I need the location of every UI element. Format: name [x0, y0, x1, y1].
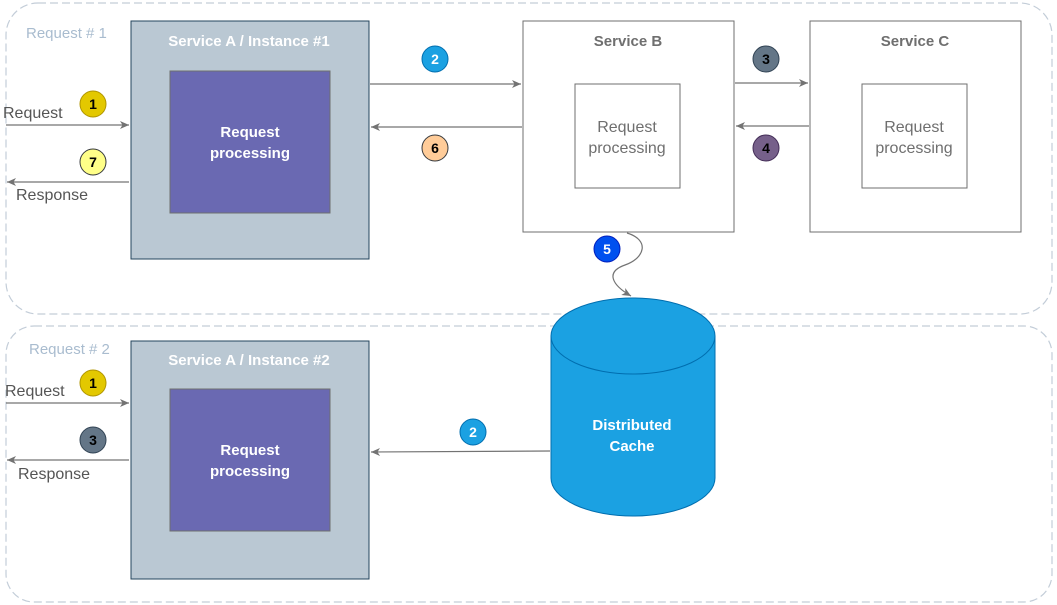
- request-processing-a2-line2: processing: [210, 463, 290, 480]
- edge-b-to-cache: [612, 232, 643, 297]
- request-2-group: [5, 325, 1053, 603]
- service-a-instance-1-title: Service A / Instance #1: [168, 33, 329, 50]
- request-processing-c-line1: Request: [884, 119, 944, 136]
- edge-label-request-2: Request: [5, 383, 65, 400]
- step-badge-r1-4: 4: [752, 134, 780, 162]
- service-a-instance-2-title: Service A / Instance #2: [168, 352, 329, 369]
- edge-label-response-2: Response: [18, 466, 90, 483]
- svg-text:6: 6: [431, 140, 439, 156]
- request-processing-b-line1: Request: [597, 119, 657, 136]
- request-processing-c-line2: processing: [875, 140, 952, 157]
- request-processing-b: [574, 83, 681, 189]
- svg-text:4: 4: [762, 140, 770, 156]
- service-a-instance-1: Service A / Instance #1 Request processi…: [130, 20, 370, 260]
- service-b-title: Service B: [594, 33, 663, 50]
- request-processing-a1: [169, 70, 331, 214]
- service-a-instance-2: Service A / Instance #2 Request processi…: [130, 340, 370, 580]
- svg-text:3: 3: [89, 432, 97, 448]
- request-processing-a2: [169, 388, 331, 532]
- edge-cache-to-a2: [370, 447, 551, 456]
- service-c: Service C Request processing: [809, 20, 1022, 233]
- request-processing-a1-line2: processing: [210, 145, 290, 162]
- svg-text:2: 2: [431, 51, 439, 67]
- step-badge-r1-3: 3: [752, 45, 780, 73]
- service-b: Service B Request processing: [522, 20, 735, 233]
- step-badge-r2-1: 1: [79, 369, 107, 397]
- svg-text:2: 2: [469, 424, 477, 440]
- request-2-group-label: Request # 2: [29, 341, 110, 358]
- svg-text:1: 1: [89, 375, 97, 391]
- svg-text:5: 5: [603, 241, 611, 257]
- step-badge-r2-3: 3: [79, 426, 107, 454]
- distributed-cache-line2: Cache: [609, 438, 654, 455]
- svg-text:1: 1: [89, 96, 97, 112]
- request-1-group-label: Request # 1: [26, 25, 107, 42]
- edge-label-response-1: Response: [16, 187, 88, 204]
- svg-text:7: 7: [89, 154, 97, 170]
- request-processing-a1-line1: Request: [220, 124, 279, 141]
- svg-text:3: 3: [762, 51, 770, 67]
- step-badge-r2-2: 2: [459, 418, 487, 446]
- request-processing-b-line2: processing: [588, 140, 665, 157]
- request-processing-c: [861, 83, 968, 189]
- step-badge-r1-1: 1: [79, 90, 107, 118]
- distributed-cache: Distributed Cache: [550, 297, 716, 517]
- request-1-group: [5, 2, 1053, 315]
- step-badge-r1-6: 6: [421, 134, 449, 162]
- distributed-cache-line1: Distributed: [592, 417, 671, 434]
- service-c-title: Service C: [881, 33, 950, 50]
- edge-label-request-1: Request: [3, 105, 63, 122]
- step-badge-r1-7: 7: [79, 148, 107, 176]
- step-badge-r1-5: 5: [593, 235, 621, 263]
- step-badge-r1-2: 2: [421, 45, 449, 73]
- request-processing-a2-line1: Request: [220, 442, 279, 459]
